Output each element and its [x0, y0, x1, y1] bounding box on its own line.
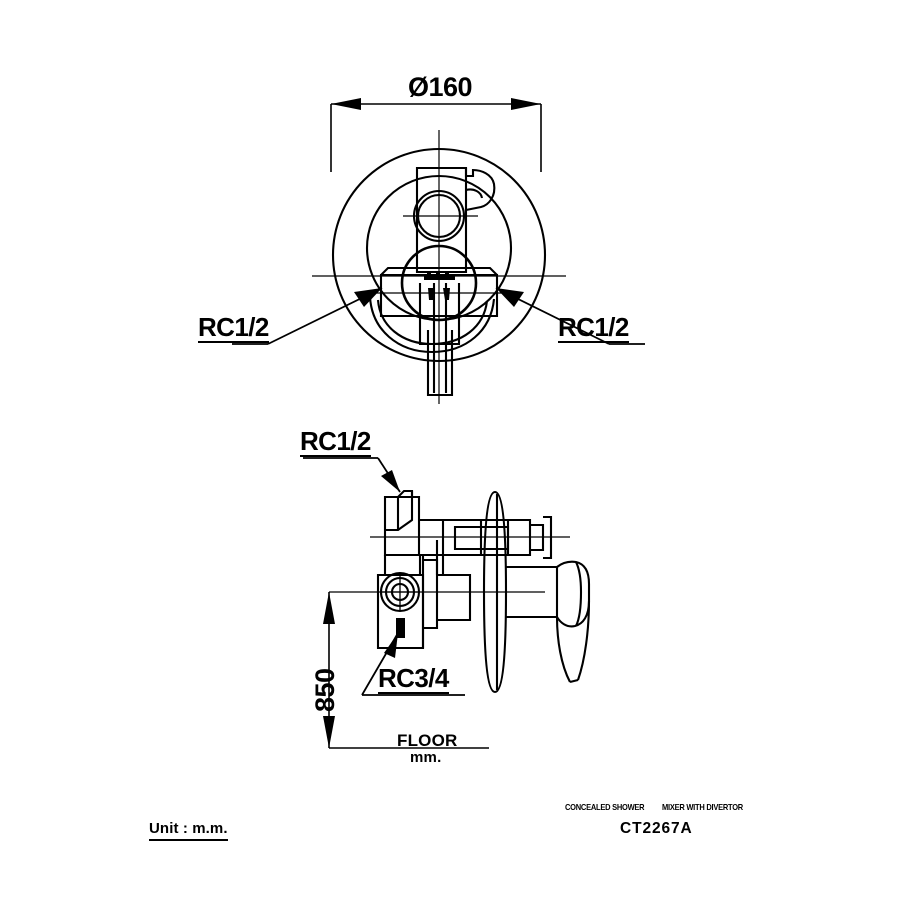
thread-label-side-bottom: RC3/4 — [378, 663, 449, 694]
diverter-cam-inner-arc — [465, 188, 484, 199]
lever-collar-block — [379, 273, 499, 318]
diverter-spindle-assembly — [419, 515, 553, 560]
side-view-group — [303, 457, 591, 749]
diverter-body-outline — [415, 166, 468, 274]
height-dimension-label: 850 — [310, 668, 340, 712]
thread-label-side-top: RC1/2 — [300, 426, 371, 457]
leader-rc34 — [361, 632, 465, 696]
thread-label-top-right: RC1/2 — [558, 312, 629, 343]
diameter-dimension-group — [330, 98, 542, 172]
wall-escutcheon-plate — [482, 490, 508, 694]
part-number-label: CT2267A — [620, 820, 693, 837]
leader-rc12-right — [495, 287, 645, 345]
lever-handle-arc-inner — [376, 299, 489, 346]
upper-inlet-nipple — [383, 489, 421, 557]
title-description-line-1: CONCEALED SHOWER — [565, 802, 645, 813]
height-dimension-group — [323, 592, 335, 748]
diverter-knob-outer — [412, 189, 466, 243]
unit-note-label: Unit : m.m. — [149, 820, 228, 841]
lever-handle-side-profile — [506, 560, 591, 684]
escutcheon-outer-circle — [331, 147, 547, 363]
lever-handle-arc-outer — [368, 296, 496, 354]
diverter-cam-profile — [464, 168, 496, 212]
floor-label: FLOOR — [397, 731, 458, 750]
thread-label-top-left: RC1/2 — [198, 312, 269, 343]
diverter-knob-inner — [416, 193, 462, 239]
floor-unit-label: mm. — [410, 749, 442, 766]
diameter-dimension-label: Ø160 — [408, 72, 473, 102]
rc34-outlet-boss — [379, 571, 421, 638]
lever-hub-circle — [400, 244, 478, 322]
lever-collar-top-chamfer — [380, 266, 498, 276]
leader-rc12-left — [232, 287, 383, 345]
title-description-line-2: MIXER WITH DIVERTOR — [662, 802, 743, 813]
leader-rc12-side-top — [303, 457, 401, 493]
valve-body-block — [376, 520, 472, 650]
lever-arm-stem — [426, 330, 454, 397]
brand-emblem — [424, 271, 455, 300]
top-view-group — [232, 98, 645, 404]
lever-arm-upper — [418, 283, 461, 346]
